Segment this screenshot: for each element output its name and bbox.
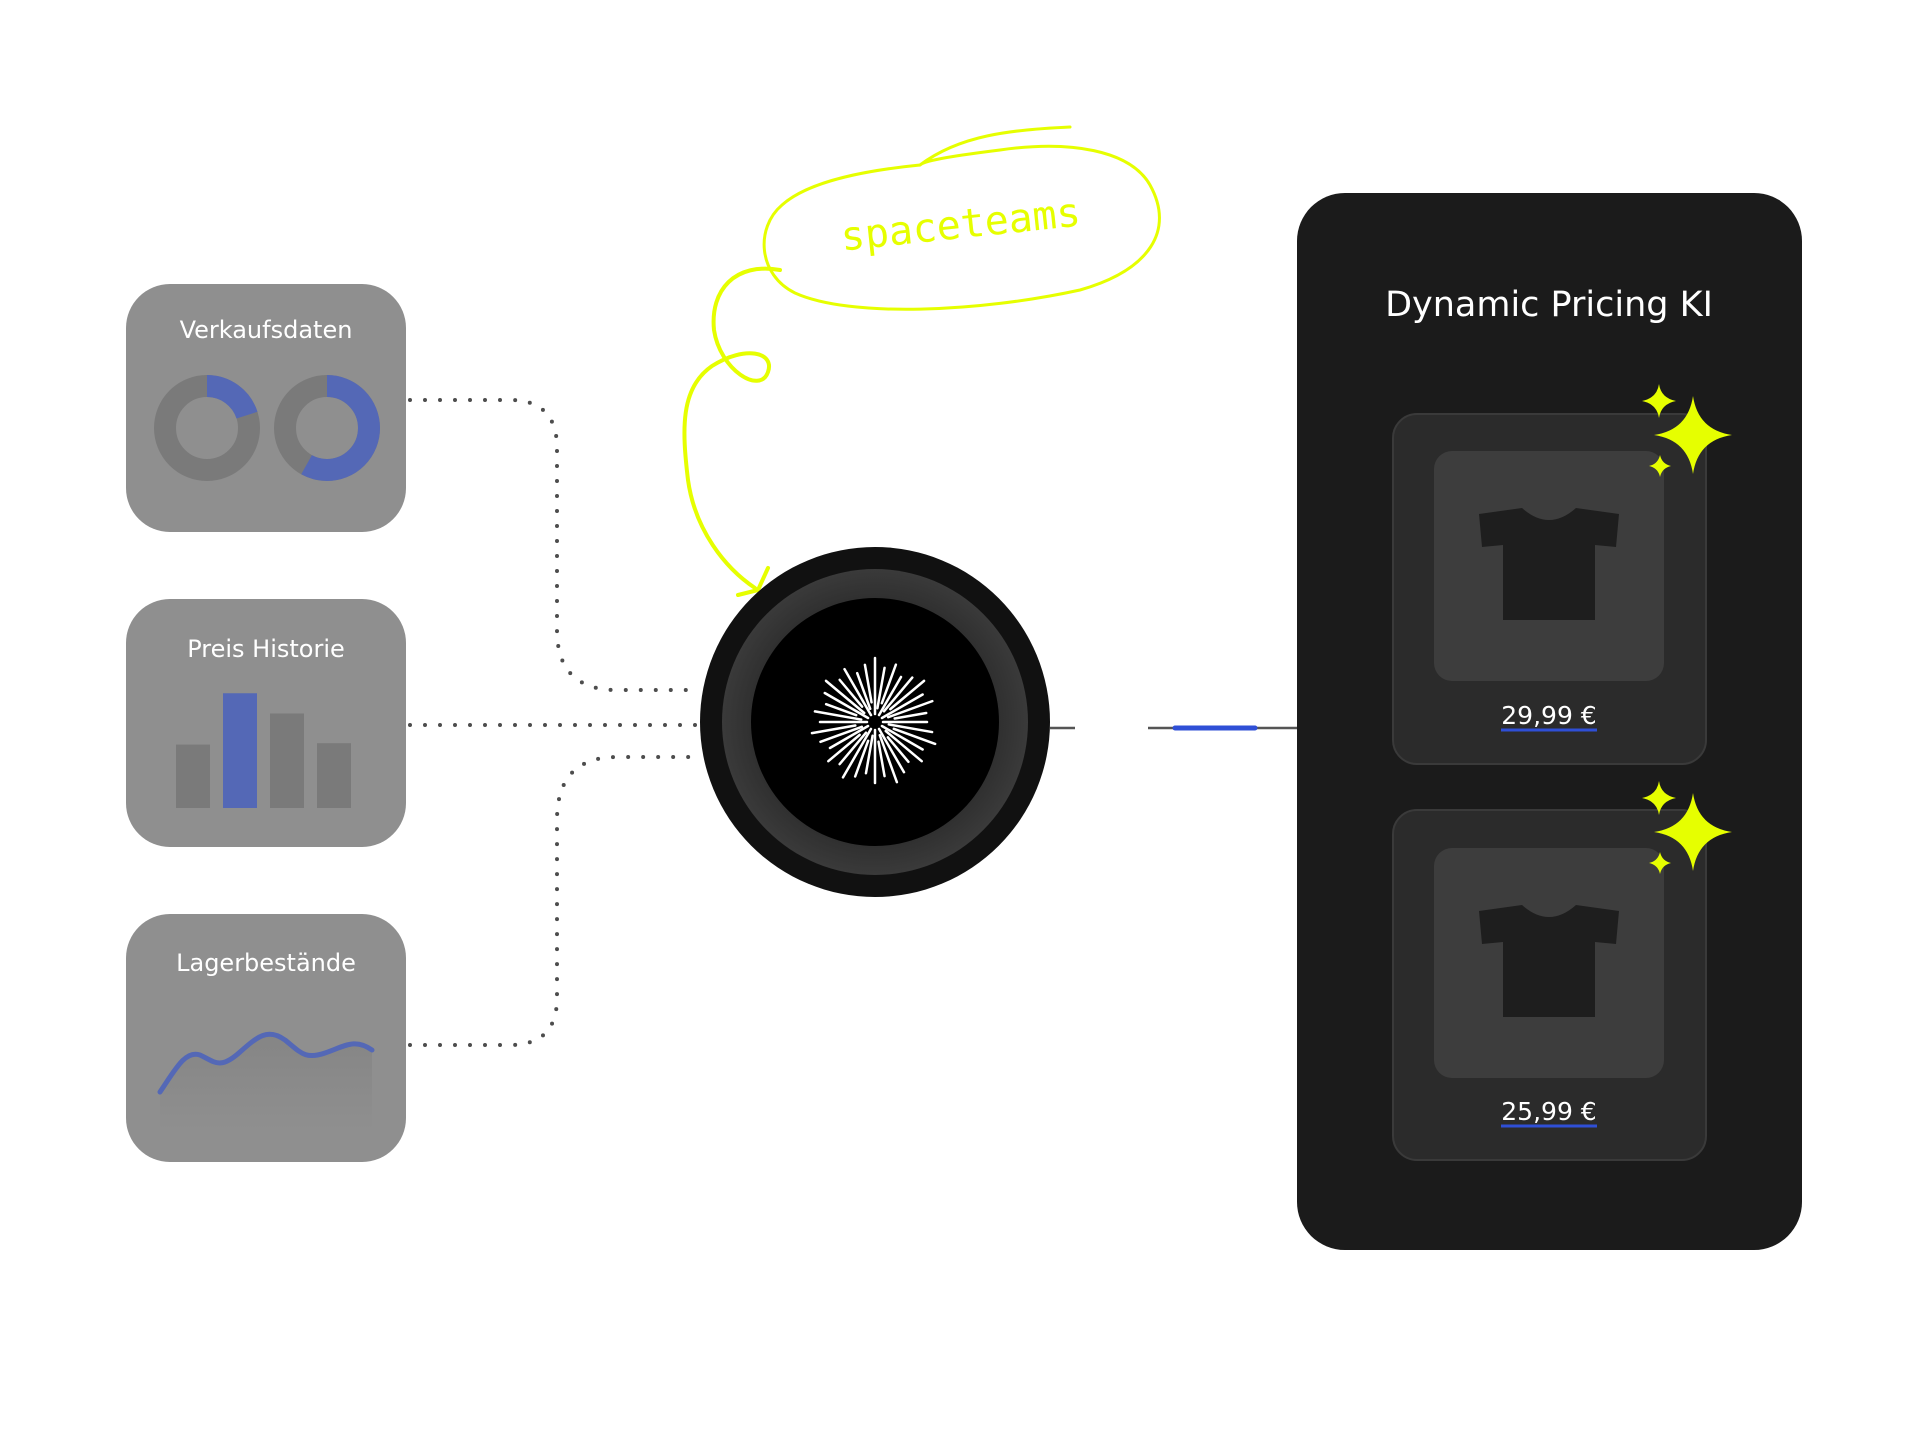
burst-ray [824, 702, 858, 717]
burst-ray [841, 727, 873, 779]
burst-ray [810, 724, 857, 735]
connector-verkaufsdaten [408, 398, 702, 692]
burst-ray [877, 740, 886, 778]
connector-lagerbestaende [408, 755, 702, 1047]
burst-ray [843, 667, 873, 717]
burst-ray [880, 663, 898, 705]
burst-ray [886, 699, 934, 719]
burst-ray [853, 739, 870, 778]
burst-ray [876, 666, 886, 710]
sparkle-icon [1642, 781, 1732, 874]
source-label-verkaufsdaten: Verkaufsdaten [180, 316, 353, 344]
ai-hub [700, 547, 1050, 897]
burst-ray [880, 693, 924, 720]
burst-ray [838, 678, 864, 708]
source-card-lagerbestaende: Lagerbestände [126, 914, 406, 1162]
burst-ray [884, 729, 923, 763]
burst-ray [882, 676, 914, 713]
burst-ray [877, 727, 906, 774]
burst-ray [838, 731, 868, 766]
bar-chart-icon [176, 693, 351, 808]
burst-ray [878, 733, 899, 784]
burst-ray [893, 711, 928, 720]
product-price-2: 25,99 € [1501, 1097, 1596, 1126]
burst-ray [813, 710, 863, 721]
source-label-preis-historie: Preis Historie [187, 635, 345, 663]
panel-title: Dynamic Pricing KI [1385, 285, 1713, 325]
burst-ray [864, 734, 874, 775]
source-card-preis-historie: Preis Historie [126, 599, 406, 847]
source-label-lagerbestaende: Lagerbestände [176, 949, 356, 977]
history-bar [317, 743, 351, 808]
burst-ray [819, 725, 864, 744]
product-price-1: 29,99 € [1501, 701, 1596, 730]
burst-ray [823, 691, 870, 720]
output-panel: Dynamic Pricing KI 29,99 € 25,99 € [1297, 193, 1802, 1250]
burst-logo-icon [810, 656, 937, 785]
donut-segment-2 [274, 375, 380, 481]
burst-ray [892, 727, 937, 746]
history-bar [223, 693, 257, 808]
burst-ray [887, 723, 934, 734]
product-card-1[interactable]: 29,99 € [1392, 384, 1732, 765]
burst-ray [880, 724, 924, 751]
burst-ray [877, 675, 903, 717]
tshirt-icon [1479, 508, 1619, 620]
brand-label: spaceteams [838, 190, 1082, 261]
history-bar [270, 713, 304, 808]
history-bar [176, 744, 210, 808]
sparkle-icon [1642, 384, 1732, 477]
donut-chart-icon [154, 375, 380, 481]
annotation-arrowhead [736, 566, 770, 597]
burst-ray [855, 671, 872, 711]
burst-ray [886, 736, 910, 764]
burst-ray [828, 724, 870, 750]
source-card-verkaufsdaten: Verkaufsdaten [126, 284, 406, 532]
connectors [408, 398, 702, 1047]
burst-ray [889, 679, 926, 711]
annotation-arrow [682, 266, 782, 590]
annotation-loop [762, 125, 1161, 311]
product-card-2[interactable]: 25,99 € [1392, 781, 1732, 1161]
burst-ray [863, 663, 873, 704]
line-chart-icon [157, 1031, 375, 1130]
burst-ray [824, 679, 866, 715]
donut-segment-1 [154, 375, 260, 481]
burst-ray [827, 733, 861, 763]
tshirt-icon [1479, 905, 1619, 1017]
spaceteams-annotation: spaceteams [682, 125, 1161, 597]
